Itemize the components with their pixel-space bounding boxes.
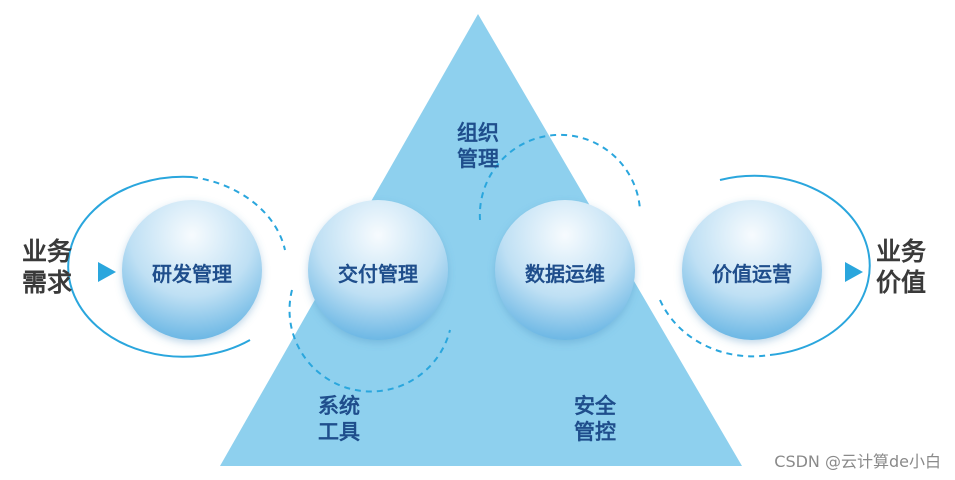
right-ring-solid [719, 174, 871, 356]
triangle-shape [220, 14, 742, 466]
node-circle-delivery [308, 200, 448, 340]
node-label-value: 价值运营 [712, 262, 792, 286]
node-circle-value [682, 200, 822, 340]
left-ring-solid [67, 175, 251, 358]
triangle-bottom-left-label: 系统 工具 [318, 394, 360, 445]
left-arrow-icon [98, 262, 116, 282]
node-label-ops: 数据运维 [525, 262, 605, 286]
watermark: CSDN @云计算de小白 [774, 452, 941, 471]
center-ring-dashed-2 [478, 133, 641, 221]
node-circle-rd [122, 200, 262, 340]
right-ring-dashed [659, 299, 771, 358]
left-ring-dashed [191, 176, 286, 251]
node-label-delivery: 交付管理 [338, 262, 418, 286]
right-arrow-icon [845, 262, 863, 282]
triangle-bottom-right-label: 安全 管控 [574, 394, 616, 445]
business-demand-label: 业务 需求 [22, 237, 73, 298]
node-label-rd: 研发管理 [152, 262, 232, 286]
business-value-label: 业务 价值 [876, 237, 927, 298]
triangle-top-label: 组织 管理 [457, 121, 499, 172]
node-circle-ops [495, 200, 635, 340]
center-ring-dashed-1 [288, 289, 451, 393]
